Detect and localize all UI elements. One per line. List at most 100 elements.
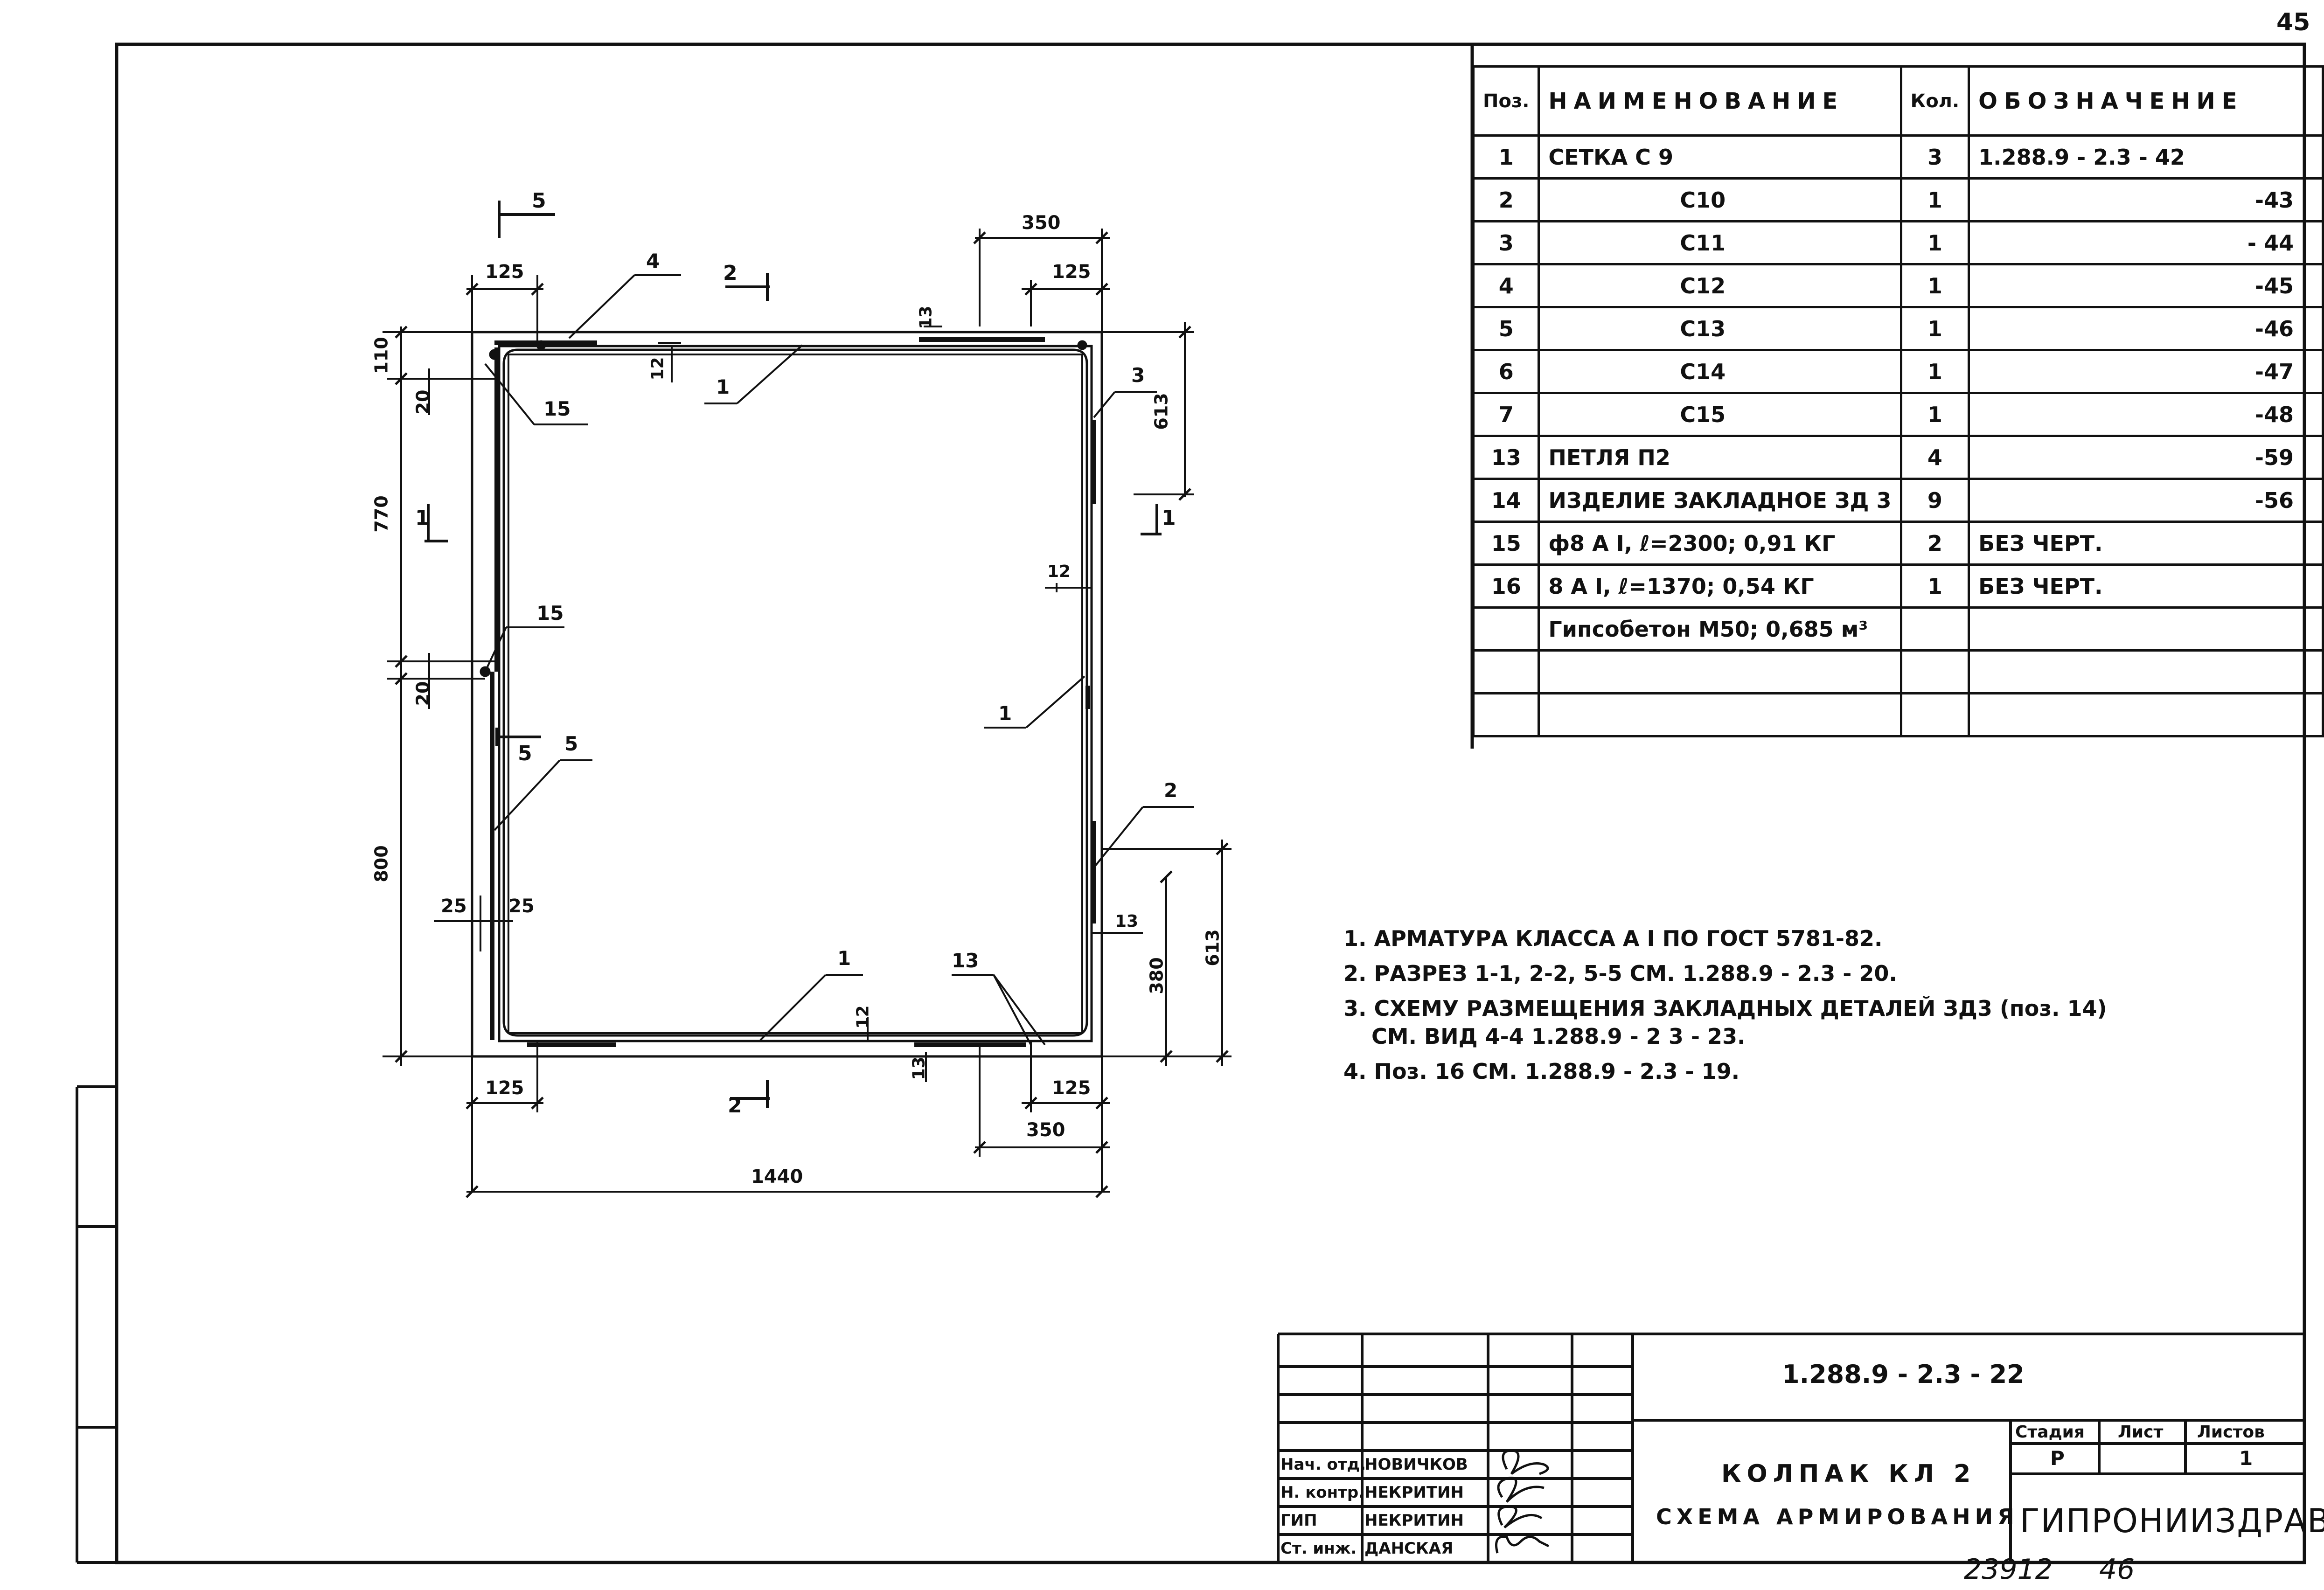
spec-cell-pos: 15 (1472, 521, 1540, 566)
spec-cell-pos: 14 (1472, 478, 1540, 523)
note-4: 4. Поз. 16 СМ. 1.288.9 - 2.3 - 19. (1343, 1059, 1740, 1084)
spec-cell-name: С10 (1538, 177, 1902, 222)
dimension-ticks (395, 231, 1229, 1198)
sig-name-2: НЕКРИТИН (1364, 1483, 1464, 1502)
spec-cell-qty: 1 (1900, 306, 1970, 351)
dim-top-right-125: 125 (1052, 261, 1091, 283)
spec-cell-qty: 1 (1900, 220, 1970, 265)
spec-cell-pos: 6 (1472, 349, 1540, 394)
callout-pos-15-mid: 15 (536, 602, 564, 625)
dim-top-350: 350 (1022, 212, 1061, 234)
dim-bot-left-125: 125 (485, 1077, 524, 1099)
page-number: 45 (2276, 8, 2310, 36)
dim-right-613-bot: 613 (1202, 929, 1223, 966)
spec-header-qty: Кол. (1900, 65, 1970, 137)
spec-cell-pos: 5 (1472, 306, 1540, 351)
callout-pos-2: 2 (1164, 779, 1178, 802)
section-mark-2-top: 2 (723, 261, 738, 285)
spec-row (1472, 649, 2324, 694)
spec-header-designation: ОБОЗНАЧЕНИЕ (1968, 65, 2324, 137)
doc-code: 1.288.9 - 2.3 - 22 (1782, 1360, 2025, 1389)
spec-cell-name: ПЕТЛЯ П2 (1538, 435, 1902, 480)
spec-cell-qty: 1 (1900, 349, 1970, 394)
dim-inner-12-bot: 12 (853, 1005, 873, 1029)
spec-cell-qty (1900, 649, 1970, 694)
spec-cell-designation (1968, 649, 2324, 694)
sig-name-4: ДАНСКАЯ (1364, 1539, 1454, 1558)
dim-top-left-125: 125 (485, 261, 524, 283)
spec-row (1472, 692, 2324, 737)
sig-name-3: НЕКРИТИН (1364, 1511, 1464, 1530)
spec-header-row: Поз. НАИМЕНОВАНИЕ Кол. ОБОЗНАЧЕНИЕ (1472, 65, 2324, 137)
spec-cell-pos (1472, 606, 1540, 652)
signature-scribbles (1495, 1449, 1550, 1554)
drawing-title-line1: КОЛПАК КЛ 2 (1721, 1460, 1976, 1488)
note-1: 1. АРМАТУРА КЛАССА А I ПО ГОСТ 5781-82. (1343, 926, 1883, 951)
spec-cell-designation: - 44 (1968, 220, 2324, 265)
drawing-title-line2: СХЕМА АРМИРОВАНИЯ (1656, 1504, 2019, 1529)
callout-pos-1-top: 1 (716, 375, 730, 398)
spec-cell-pos: 3 (1472, 220, 1540, 265)
dim-inner-13-bot: 13 (909, 1056, 929, 1080)
notes-block: 1. АРМАТУРА КЛАССА А I ПО ГОСТ 5781-82. … (1343, 926, 2107, 1094)
dim-inner-13-top: 13 (916, 306, 936, 329)
dim-left-25a: 25 (441, 896, 467, 917)
archive-sheet: 46 (2099, 1553, 2135, 1586)
spec-cell-qty: 4 (1900, 435, 1970, 480)
rebar-lines (490, 337, 1096, 1047)
sig-role-1: Нач. отд. (1280, 1455, 1366, 1474)
sheets-value: 1 (2239, 1447, 2253, 1470)
stage-value: Р (2050, 1447, 2065, 1470)
spec-cell-pos: 4 (1472, 263, 1540, 308)
callout-pos-5: 5 (564, 732, 578, 755)
spec-cell-designation: БЕЗ ЧЕРТ. (1968, 521, 2324, 566)
dim-left-110: 110 (371, 337, 392, 374)
spec-cell-name: С14 (1538, 349, 1902, 394)
spec-cell-qty: 1 (1900, 563, 1970, 609)
spec-cell-designation: -59 (1968, 435, 2324, 480)
callout-pos-4: 4 (646, 250, 660, 272)
callout-pos-3: 3 (1131, 364, 1145, 387)
note-3-cont: СМ. ВИД 4-4 1.288.9 - 2 3 - 23. (1371, 1024, 1746, 1049)
spec-cell-qty: 3 (1900, 134, 1970, 180)
spec-cell-name (1538, 649, 1902, 694)
spec-cell-designation: БЕЗ ЧЕРТ. (1968, 563, 2324, 609)
section-mark-2-bot: 2 (728, 1094, 742, 1118)
note-3: 3. СХЕМУ РАЗМЕЩЕНИЯ ЗАКЛАДНЫХ ДЕТАЛЕЙ ЗД… (1343, 996, 2107, 1021)
organization-name: ГИПРОНИИЗДРАВ (2020, 1502, 2324, 1540)
spec-cell-designation: -48 (1968, 392, 2324, 437)
callout-pos-1-bot: 1 (837, 947, 851, 970)
callout-pos-1-right: 1 (998, 702, 1012, 725)
sig-role-2: Н. контр. (1280, 1483, 1365, 1502)
spec-cell-qty: 1 (1900, 392, 1970, 437)
sheet-header: Лист (2118, 1423, 2164, 1442)
spec-cell-pos: 2 (1472, 177, 1540, 222)
leader-lines (484, 274, 1194, 1046)
dim-bot-350: 350 (1026, 1119, 1065, 1141)
sheet-frame (76, 42, 2306, 1564)
dim-bot-1440: 1440 (751, 1166, 803, 1187)
dim-left-770: 770 (371, 495, 392, 533)
dimension-lines (383, 229, 1232, 1193)
spec-cell-name: ИЗДЕЛИЕ ЗАКЛАДНОЕ ЗД 3 (1538, 478, 1902, 523)
dim-inner-12-right: 12 (1047, 562, 1071, 581)
section-mark-1-left: 1 (415, 506, 430, 530)
spec-cell-name: С12 (1538, 263, 1902, 308)
dim-left-20-top: 20 (412, 389, 433, 415)
sig-name-1: НОВИЧКОВ (1364, 1455, 1468, 1474)
spec-cell-qty (1900, 692, 1970, 737)
dim-right-613-top: 613 (1151, 393, 1172, 430)
spec-cell-designation: -43 (1968, 177, 2324, 222)
dim-bot-right-125: 125 (1052, 1077, 1091, 1099)
